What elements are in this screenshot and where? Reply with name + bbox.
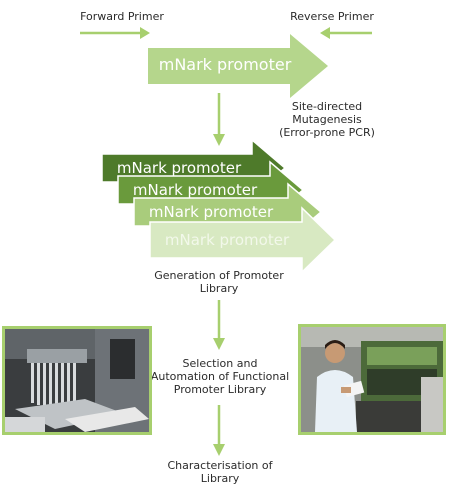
mutagenesis-label: Site-directed Mutagenesis (Error-prone P… bbox=[279, 100, 375, 139]
main-promoter-arrow bbox=[148, 34, 328, 98]
flow-arrow-1 bbox=[213, 93, 225, 146]
library-label-2: mNark promoter bbox=[132, 181, 258, 199]
flow-arrow-2 bbox=[213, 300, 225, 350]
flow-arrow-3 bbox=[213, 405, 225, 456]
library-label-1: mNark promoter bbox=[116, 159, 242, 177]
main-promoter-label: mNark promoter bbox=[158, 55, 292, 74]
lab-scientist-illustration bbox=[301, 327, 443, 432]
selection-label: Selection and Automation of Functional P… bbox=[150, 357, 290, 396]
characterisation-label: Characterisation of Library bbox=[167, 459, 273, 485]
reverse-primer-arrow bbox=[320, 27, 372, 39]
library-arrow-4 bbox=[149, 206, 337, 274]
pipetting-robot-photo bbox=[2, 326, 152, 435]
library-label-3: mNark promoter bbox=[148, 203, 274, 221]
forward-primer-arrow bbox=[80, 27, 150, 39]
generation-label: Generation of Promoter Library bbox=[154, 269, 284, 295]
pipetting-robot-illustration bbox=[5, 329, 149, 432]
lab-scientist-photo bbox=[298, 324, 446, 435]
reverse-primer-label: Reverse Primer bbox=[290, 10, 374, 23]
forward-primer-label: Forward Primer bbox=[80, 10, 164, 23]
library-label-4: mNark promoter bbox=[164, 231, 290, 249]
